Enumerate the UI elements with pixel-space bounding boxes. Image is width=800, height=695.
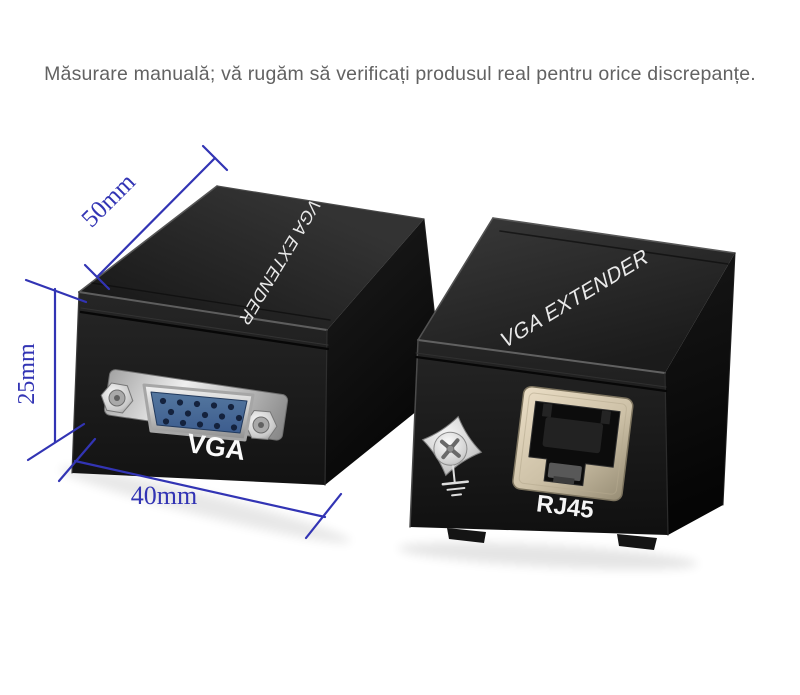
- dimension-label-40mm: 40mm: [131, 481, 197, 510]
- right-device-shadow: [398, 542, 698, 570]
- right-device-edges: [409, 217, 736, 536]
- vga-left-standoff-center: [114, 395, 120, 401]
- rj45-port: RJ45: [512, 385, 634, 524]
- rj45-latch-guide-right: [600, 410, 612, 425]
- vga-blue-insert: [150, 391, 248, 434]
- left-device-side-face: [325, 219, 443, 485]
- right-device-foot-left: [447, 528, 486, 543]
- dimension-label-25mm: 25mm: [14, 343, 40, 405]
- dimension-50mm: [83, 144, 229, 291]
- right-device-foot-right: [617, 534, 657, 550]
- right-device: VGA EXTENDER RJ45: [409, 217, 736, 550]
- rj45-inner-wall: [542, 416, 604, 454]
- screw-center: [446, 444, 455, 453]
- ground-shadows: [59, 467, 698, 570]
- right-device-side-face: [665, 253, 735, 535]
- rj45-bezel-inner-edge: [518, 392, 627, 495]
- left-device: VGA EXTENDER VGA: [71, 185, 444, 486]
- dimension-25mm: [24, 278, 88, 462]
- ground-screw: [421, 415, 483, 497]
- right-device-top-face: [418, 218, 735, 373]
- disclaimer-caption: Măsurare manuală; vă rugăm să verificați…: [44, 63, 756, 85]
- dimension-label-50mm: 50mm: [77, 168, 142, 233]
- vga-pin-holes: [159, 397, 243, 431]
- rj45-latch-step: [552, 476, 575, 485]
- earth-ground-icon: [441, 465, 469, 497]
- vga-right-standoff-center: [258, 422, 264, 428]
- vga-port: VGA: [100, 369, 289, 466]
- dimension-annotations: [24, 144, 343, 540]
- dimension-40mm: [57, 437, 343, 540]
- left-device-shadow: [59, 467, 351, 543]
- rj45-latch-guide-left: [541, 403, 553, 418]
